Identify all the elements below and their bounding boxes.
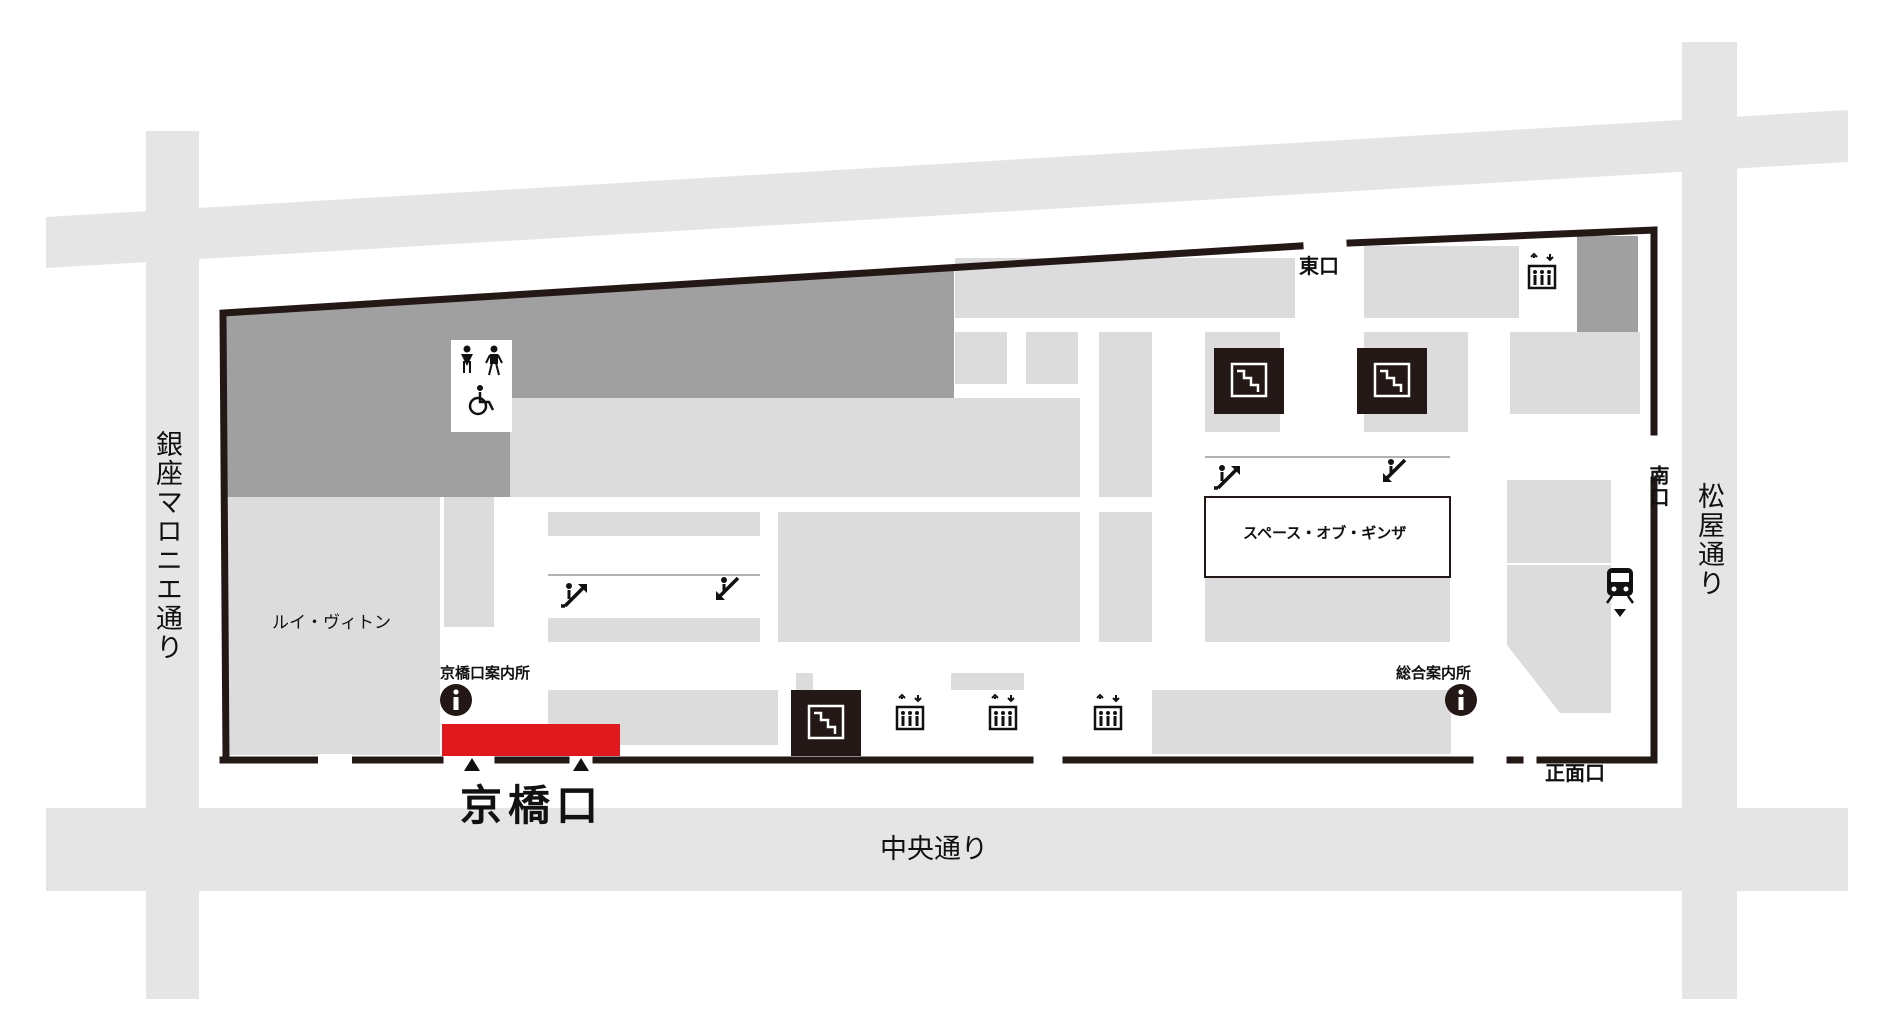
escalator-down-icon [1381,457,1407,484]
roads [46,42,1848,999]
wheelchair-icon [468,385,495,416]
space-of-ginza-box [1204,496,1451,578]
elevator-icon [986,693,1020,737]
info-icon [440,684,472,716]
elevator-icon [1091,693,1125,737]
dark-area-top-left [226,265,954,497]
upper-road [46,110,1848,268]
stairs-icon [1355,346,1429,416]
entrance-arrow-icon [464,758,589,771]
escalator-up-icon [1212,463,1242,490]
louis-vuitton-area [226,497,440,755]
info-icon [1445,684,1477,716]
building-walls [219,226,1658,764]
stairs-icon [789,688,863,758]
marronnier-road [146,131,199,999]
matsuya-road [1682,42,1737,999]
stairs-icon [1212,346,1286,416]
building-areas [226,236,1640,756]
escalator-down-icon [714,575,740,602]
escalator-up-icon [559,581,589,608]
chuo-dori-road [46,808,1848,891]
dark-area-top-right [1577,236,1638,333]
elevator-icon [1525,252,1559,296]
kyobashi-highlight [442,724,620,756]
train-icon [1605,568,1635,617]
toilet-icon [461,345,503,376]
elevator-icon [893,693,927,737]
